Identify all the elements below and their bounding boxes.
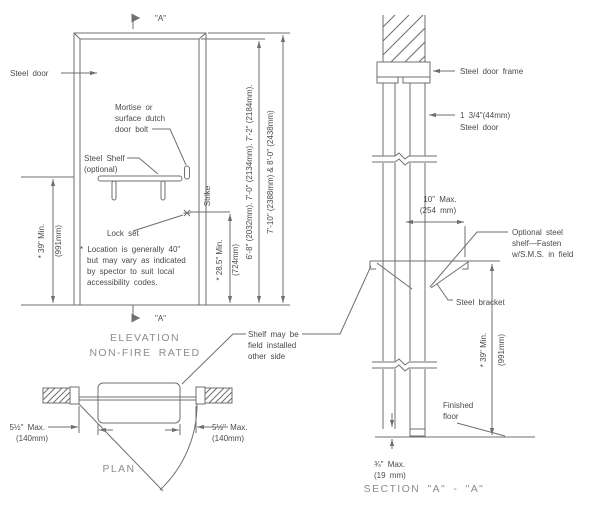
dim-39-text: * 39" Min. <box>37 224 46 258</box>
door-thickness-label: 1 3/4"(44mm) <box>460 111 511 120</box>
mortise-label-2: surface dutch <box>115 114 165 123</box>
elevation-view: "A" Steel door Mortise o <box>10 13 290 359</box>
section-shelf <box>369 260 500 290</box>
plan-door-swing <box>78 403 198 492</box>
plan-right-wall <box>195 386 233 405</box>
elevation-door-frame <box>73 32 207 305</box>
elevation-steel-shelf <box>97 175 183 201</box>
section-cut-marker-bottom: "A" <box>131 305 166 323</box>
section-marker-top-label: "A" <box>155 14 166 23</box>
plan-dim-right-text: 5½" Max. <box>212 423 248 432</box>
shelf-note-1: Shelf may be <box>248 330 299 339</box>
note-line-1: * Location is generally 40" <box>80 245 180 254</box>
mortise-label-3: door bolt <box>115 125 149 134</box>
floor-label-1: Finished <box>443 401 473 410</box>
optional-shelf-1: Optional steel <box>512 228 563 237</box>
plan-left-wall <box>42 386 80 405</box>
optional-shelf-3: w/S.M.S. in field <box>511 250 573 259</box>
dim-inner-text: 6'-8" (2032mm). 7'-0" (2134mm). 7'-2" (2… <box>245 85 254 260</box>
finished-floor-callout: Finished floor <box>443 401 506 437</box>
elevation-subtitle: NON-FIRE RATED <box>89 347 200 359</box>
lock-set-callout: Lock set <box>107 214 184 238</box>
dim-285-mm-text: (724mm) <box>231 244 240 276</box>
dim-39-mm-text: (991mm) <box>54 225 63 257</box>
bracket-label: Steel bracket <box>456 298 505 307</box>
plan-dim-left-text: 5½" Max. <box>9 423 45 432</box>
dim-34-max: ¾" Max. (19 mm) <box>374 413 406 480</box>
optional-shelf-2: shelf—Fasten <box>512 239 561 248</box>
dim-overall-heights: 7'-10" (2388mm) & 8'-0" (2438mm) <box>208 32 290 303</box>
door-thickness-callout: 1 3/4"(44mm) Steel door <box>429 111 511 132</box>
dim-34-mm: (19 mm) <box>374 471 406 480</box>
plan-view: 5½" Max. (140mm) 5½" Max. (140mm) PLAN <box>9 382 248 492</box>
floor-label-2: floor <box>443 412 459 421</box>
lock-set-label: Lock set <box>107 229 140 238</box>
mortise-label-1: Mortise or <box>115 103 153 112</box>
plan-title: PLAN <box>102 463 135 475</box>
plan-dim-right-mm: (140mm) <box>212 434 244 443</box>
shelf-note-3: other side <box>248 352 286 361</box>
section-door <box>382 83 426 437</box>
steel-bracket-callout: Steel bracket <box>436 283 505 307</box>
steel-door-label: Steel door <box>10 69 49 78</box>
dim-outer-text: 7'-10" (2388mm) & 8'-0" (2438mm) <box>266 110 275 234</box>
shelf-field-note: Shelf may be field installed other side <box>181 265 372 385</box>
plan-shelf <box>97 382 181 424</box>
section-title: SECTION "A" - "A" <box>364 483 485 495</box>
section-door-frame-head <box>376 61 431 84</box>
accessibility-note: * Location is generally 40" but may vary… <box>80 245 186 287</box>
shelf-label-1: Steel Shelf <box>84 154 125 163</box>
section-marker-bottom-label: "A" <box>155 314 166 323</box>
dim-door-heights: 6'-8" (2032mm). 7'-0" (2134mm). 7'-2" (2… <box>201 38 265 303</box>
dim-39-min-elevation: * 39" Min. (991mm) <box>21 176 74 303</box>
elevation-title: ELEVATION <box>110 332 180 344</box>
section-wall <box>382 14 426 63</box>
frame-callout: Steel door frame <box>433 67 524 76</box>
note-line-2: but may vary as indicated <box>87 256 186 265</box>
break-lines <box>372 152 437 372</box>
steel-door-callout: Steel door <box>10 69 97 78</box>
plan-dim-left: 5½" Max. (140mm) <box>9 423 113 443</box>
section-dim-39-text: * 39" Min. <box>479 333 488 367</box>
dim-10-mm: (254 mm) <box>420 206 457 215</box>
shelf-label-2: (optional) <box>84 165 118 174</box>
note-line-4: accessibility codes. <box>87 278 157 287</box>
section-dim-39-mm: (991mm) <box>497 334 506 366</box>
shelf-note-2: field installed <box>248 341 296 350</box>
plan-dim-right: 5½" Max. (140mm) <box>165 423 248 443</box>
plan-door-leaf <box>79 396 196 401</box>
strike-label: Strike <box>203 185 212 206</box>
plan-dim-left-mm: (140mm) <box>16 434 48 443</box>
door-label: Steel door <box>460 123 499 132</box>
dim-285-min: * 28.5" Min. (724mm) <box>215 214 240 303</box>
strike-mark <box>183 209 230 217</box>
dutch-door-bolt <box>184 165 190 180</box>
frame-label: Steel door frame <box>460 67 524 76</box>
dim-10-text: 10" Max. <box>423 195 456 204</box>
section-cut-marker-top: "A" <box>131 13 166 29</box>
mortise-bolt-callout: Mortise or surface dutch door bolt <box>115 103 187 166</box>
optional-shelf-callout: Optional steel shelf—Fasten w/S.M.S. in … <box>429 228 573 288</box>
steel-shelf-callout: Steel Shelf (optional) <box>84 154 159 175</box>
dim-285-text: * 28.5" Min. <box>215 239 224 280</box>
dim-39-min-section: * 39" Min. (991mm) <box>479 264 506 435</box>
note-line-3: by spector to suit local <box>87 267 174 276</box>
plan-extension-lines <box>78 406 197 435</box>
dim-10-max: 10" Max. (254 mm) <box>406 195 466 257</box>
section-view: Steel door frame 1 3/4"(44mm) Steel door… <box>364 14 573 495</box>
dim-34-text: ¾" Max. <box>374 460 405 469</box>
